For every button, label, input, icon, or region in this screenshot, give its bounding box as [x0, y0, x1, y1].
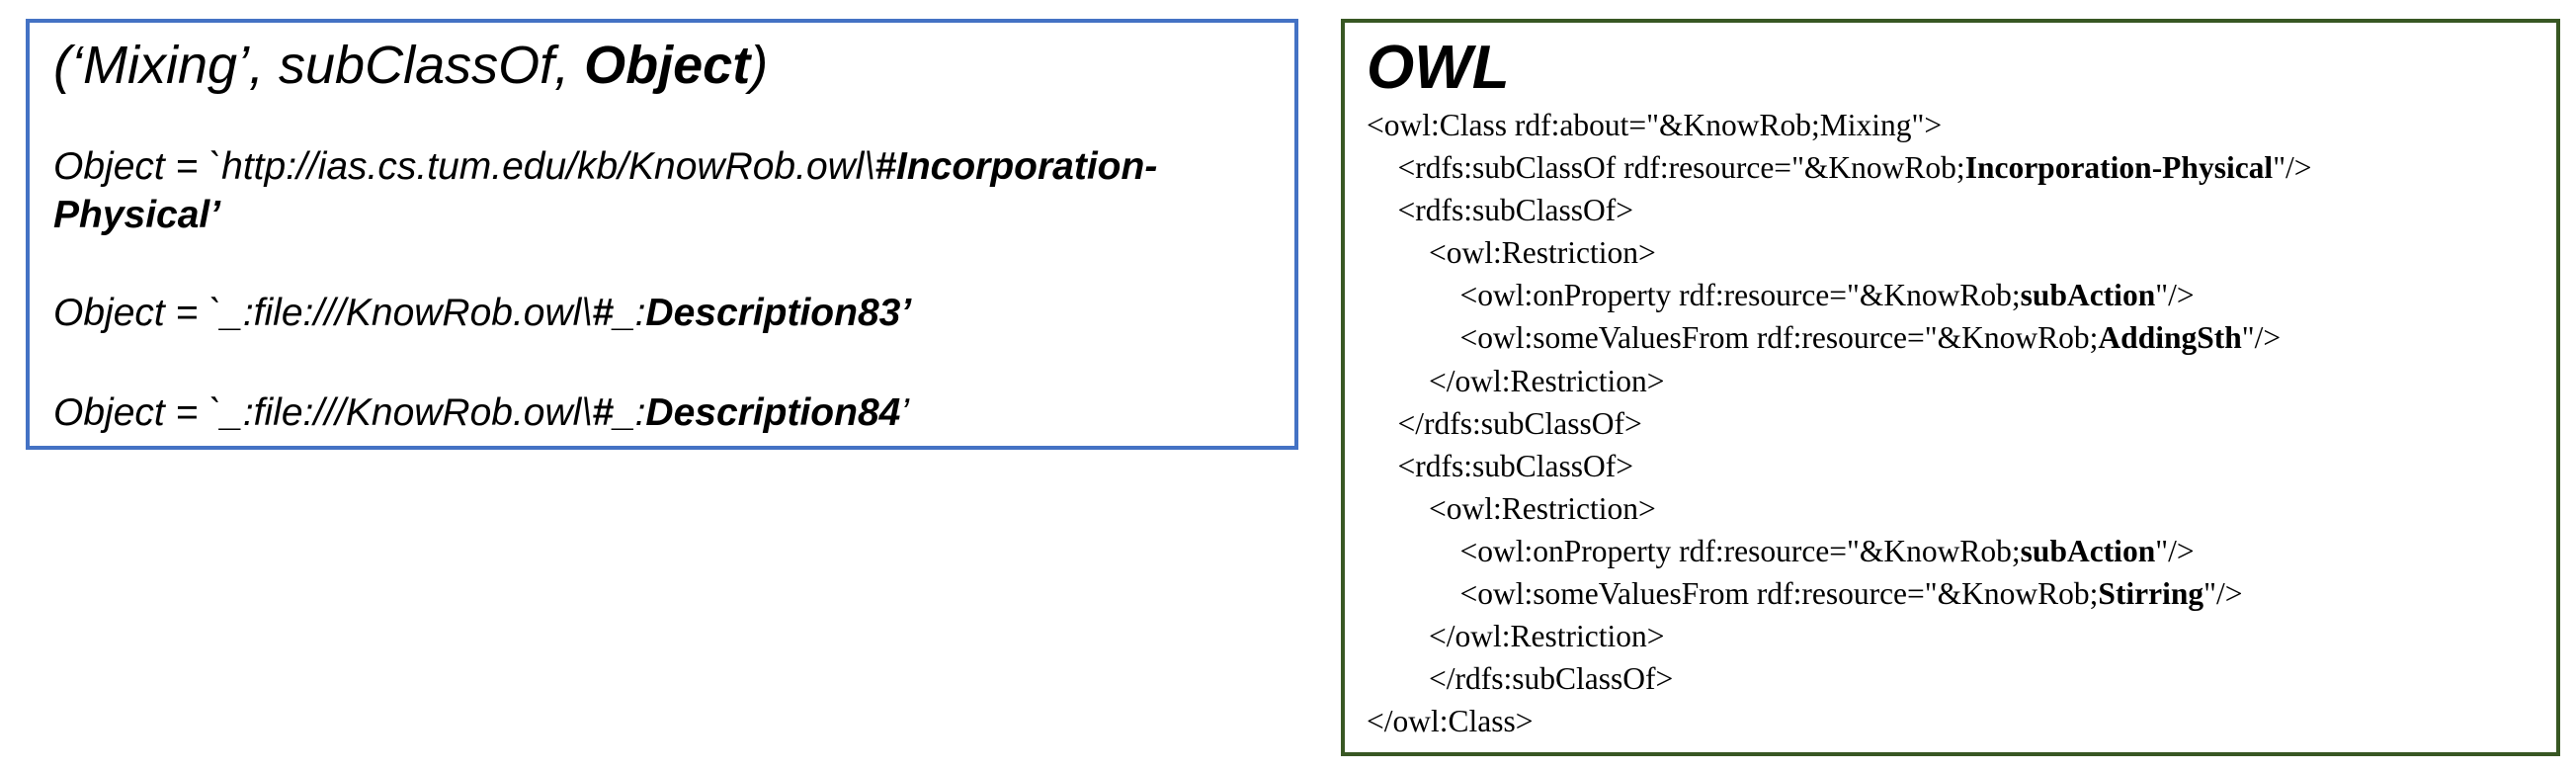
object-definition-3: Object = `_:file:///KnowRob.owl\#_:Descr… [53, 391, 909, 434]
owl-code-line: <owl:someValuesFrom rdf:resource="&KnowR… [1459, 576, 2243, 612]
owl-code-line: <owl:Class rdf:about="&KnowRob;Mixing"> [1367, 108, 1943, 142]
owl-code-line: <rdfs:subClassOf> [1397, 193, 1634, 228]
owl-code-line: <owl:someValuesFrom rdf:resource="&KnowR… [1459, 320, 2282, 356]
owl-code-line: </owl:Class> [1367, 704, 1534, 739]
owl-code-line: </rdfs:subClassOf> [1429, 661, 1674, 697]
owl-code-line: <owl:onProperty rdf:resource="&KnowRob;s… [1459, 533, 2195, 568]
owl-code-line: <owl:Restriction> [1429, 235, 1656, 271]
triple-panel: (‘Mixing’, subClassOf, Object) Object = … [26, 19, 1298, 450]
triple-title: (‘Mixing’, subClassOf, Object) [53, 35, 768, 96]
owl-title: OWL [1367, 34, 1510, 102]
owl-code-line: <owl:Restriction> [1429, 490, 1656, 526]
owl-code-line: <owl:onProperty rdf:resource="&KnowRob;s… [1459, 278, 2195, 313]
triple-title-object: Object [584, 36, 751, 95]
owl-code-line: <rdfs:subClassOf> [1397, 448, 1634, 483]
owl-code-block: <owl:Class rdf:about="&KnowRob;Mixing"> … [1367, 104, 2312, 742]
owl-code-line: </owl:Restriction> [1429, 619, 1665, 654]
owl-panel: OWL <owl:Class rdf:about="&KnowRob;Mixin… [1341, 19, 2560, 756]
object-definition-1: Object = `http://ias.cs.tum.edu/kb/KnowR… [53, 145, 1158, 236]
triple-title-open: (‘Mixing’, subClassOf, [53, 36, 585, 95]
owl-code-line: </rdfs:subClassOf> [1397, 405, 1642, 441]
object-definition-2: Object = `_:file:///KnowRob.owl\#_:Descr… [53, 292, 912, 334]
owl-code-line: </owl:Restriction> [1429, 363, 1665, 398]
triple-title-close: ) [750, 36, 769, 95]
owl-code-line: <rdfs:subClassOf rdf:resource="&KnowRob;… [1397, 150, 2312, 186]
